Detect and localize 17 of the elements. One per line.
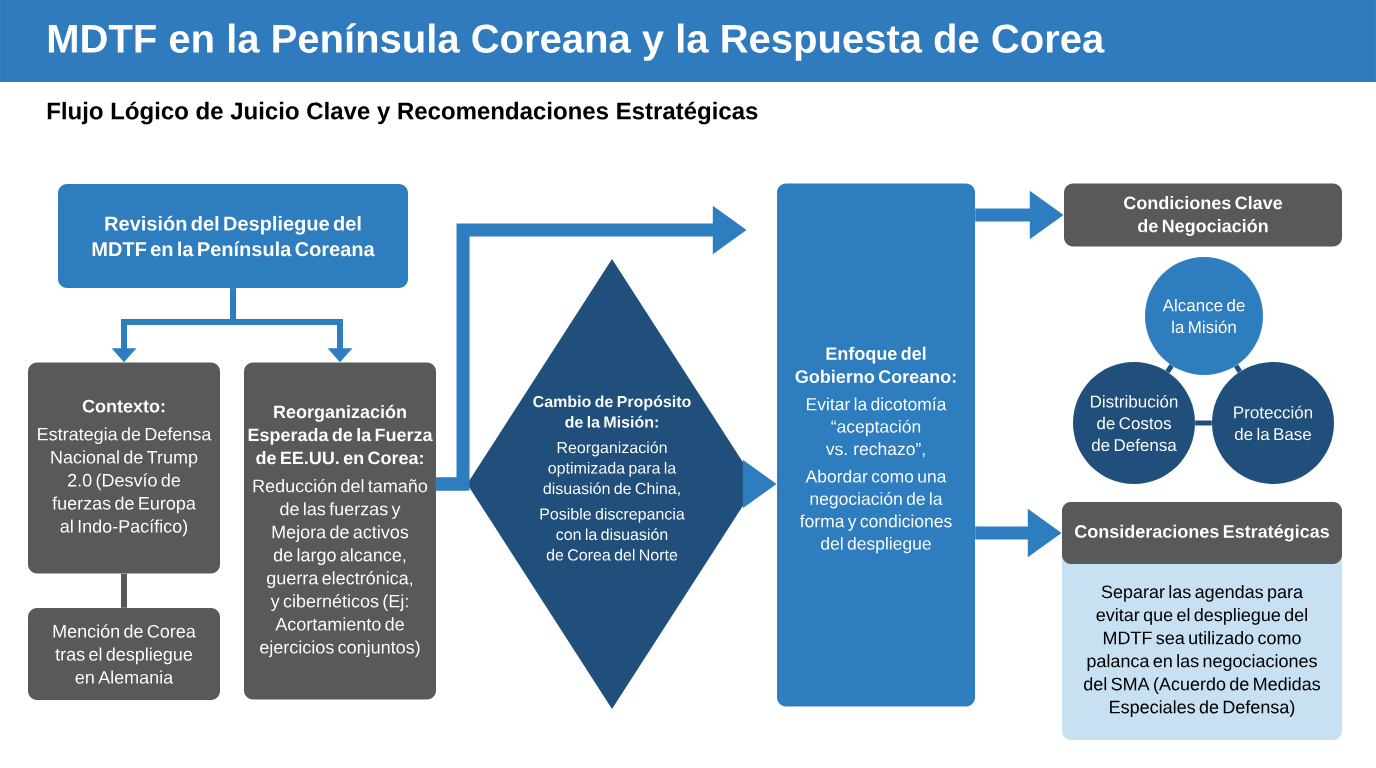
subtitle: Flujo Lógico de Juicio Clave y Recomendaciones Estratégicas xyxy=(47,101,758,125)
title-banner: MDTF en la Península Coreana y la Respuesta de Corea xyxy=(0,0,1376,82)
circle-node: Distribución de Costos de Defensa xyxy=(1073,362,1195,484)
context-box: Contexto: Estrategia de Defensa Nacional de Trump 2.0 (Desvío de fuerzas de Europa al Indo-Pacífico) xyxy=(28,362,220,574)
note-box: Mención de Corea tras el despliegue en Alemania xyxy=(28,608,220,700)
process-box: Revisión del Despliegue del MDTF en la Península Coreana xyxy=(58,184,408,288)
header-box: Condiciones Clave de Negociación xyxy=(1064,183,1342,247)
circle-node: Protección de la Base xyxy=(1212,362,1334,484)
process-box: Enfoque del Gobierno Coreano: Evitar la dicotomía “aceptación vs. rechazo”, Abordar como una negociación de la forma y condiciones del despliegue xyxy=(777,183,975,707)
strategy-panel: Consideraciones Estratégicas Separar las agendas para evitar que el despliegue del MDTF sea utilizado como palanca en las negociaciones del SMA (Acuerdo de Medidas Especiales de Defensa) xyxy=(1062,502,1342,740)
connector-line xyxy=(1234,364,1242,373)
circle-node: Alcance de la Misión xyxy=(1145,257,1263,375)
process-box: Reorganización Esperada de la Fuerza de EE.UU. en Corea: Reducción del tamaño de las fuerzas y Mejora de activos de largo alcance, guerra electrónica, y cibernéticos (Ej: Acortamiento de ejercicios conjuntos) xyxy=(244,362,436,700)
connector-line xyxy=(121,573,127,608)
connector-line xyxy=(436,477,467,491)
connector-line xyxy=(1165,364,1174,374)
connector-line xyxy=(1195,420,1212,426)
